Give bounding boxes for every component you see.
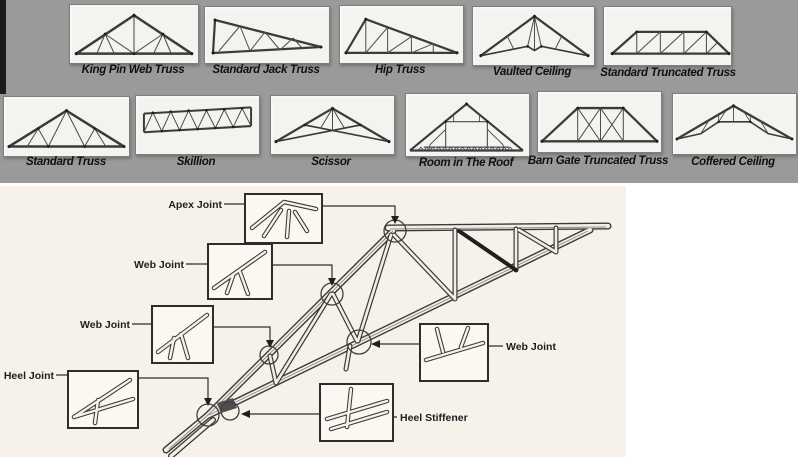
truss-drawing-coffered-icon (675, 104, 794, 141)
truss-drawing-vaulted-ceiling-icon (479, 14, 590, 58)
truss-card-vaulted-ceiling (472, 6, 595, 66)
truss-label-standard: Standard Truss (26, 156, 106, 168)
truss-card-skillion (135, 95, 260, 155)
joint-diagram: Apex Joint Web Joint Web Joint Heel Join… (0, 186, 626, 457)
dark-web-diagonal (457, 229, 518, 272)
scan-artifact (0, 0, 6, 94)
label-heel-stiffener: Heel Stiffener (400, 412, 468, 424)
truss-label-room-in-roof: Room in The Roof (418, 157, 514, 169)
truss-drawing-skillion-icon (142, 106, 253, 134)
truss-card-scissor (270, 95, 395, 155)
label-apex-joint: Apex Joint (168, 199, 222, 211)
truss-card-king-pin-web (69, 4, 199, 64)
truss-label-barn-gate: Barn Gate Truncated Truss (527, 155, 669, 167)
truss-drawing-hip-icon (344, 17, 459, 55)
truss-drawing-barn-gate-icon (540, 106, 659, 143)
label-web-joint-1: Web Joint (134, 259, 184, 271)
truss-card-standard-jack (204, 6, 330, 64)
truss-drawing-standard-jack-icon (211, 18, 323, 55)
truss-card-hip (339, 5, 464, 64)
truss-label-scissor: Scissor (311, 156, 351, 168)
joint-detail-drawings (71, 199, 486, 432)
truss-label-king-pin-web: King Pin Web Truss (81, 64, 185, 76)
truss-label-vaulted: Vaulted Ceiling (492, 66, 572, 78)
truss-drawing-scissor-icon (274, 106, 391, 144)
joint-marker-web3 (346, 329, 372, 355)
truss-label-hip: Hip Truss (374, 64, 426, 76)
label-web-joint-2: Web Joint (80, 319, 130, 331)
truss-label-standard-jack: Standard Jack Truss (212, 64, 320, 76)
truss-types-panel: King Pin Web Truss Standard Jack Truss H… (0, 0, 798, 183)
truss-card-standard-truncated (603, 6, 732, 66)
truss-card-standard (3, 96, 130, 157)
truss-members (162, 222, 612, 457)
joint-diagram-panel: Apex Joint Web Joint Web Joint Heel Join… (0, 183, 798, 457)
truss-label-skillion: Skillion (176, 156, 216, 168)
truss-label-std-truncated: Standard Truncated Truss (600, 67, 736, 79)
leader-lines (56, 203, 503, 418)
joint-marker-stiffener (220, 401, 240, 421)
truss-card-room-in-roof (405, 93, 530, 157)
label-web-joint-3: Web Joint (506, 341, 556, 353)
leader-arrows (204, 216, 399, 418)
label-heel-joint: Heel Joint (4, 370, 55, 382)
truss-drawing-standard-icon (7, 109, 126, 149)
truss-drawing-standard-truncated-icon (610, 30, 731, 56)
truss-label-coffered: Coffered Ceiling (691, 156, 775, 168)
truss-drawing-king-pin-web-icon (74, 13, 194, 56)
truss-card-barn-gate-truncated (537, 91, 662, 153)
truss-drawing-room-in-roof-icon (409, 102, 524, 152)
truss-card-coffered-ceiling (672, 93, 797, 155)
